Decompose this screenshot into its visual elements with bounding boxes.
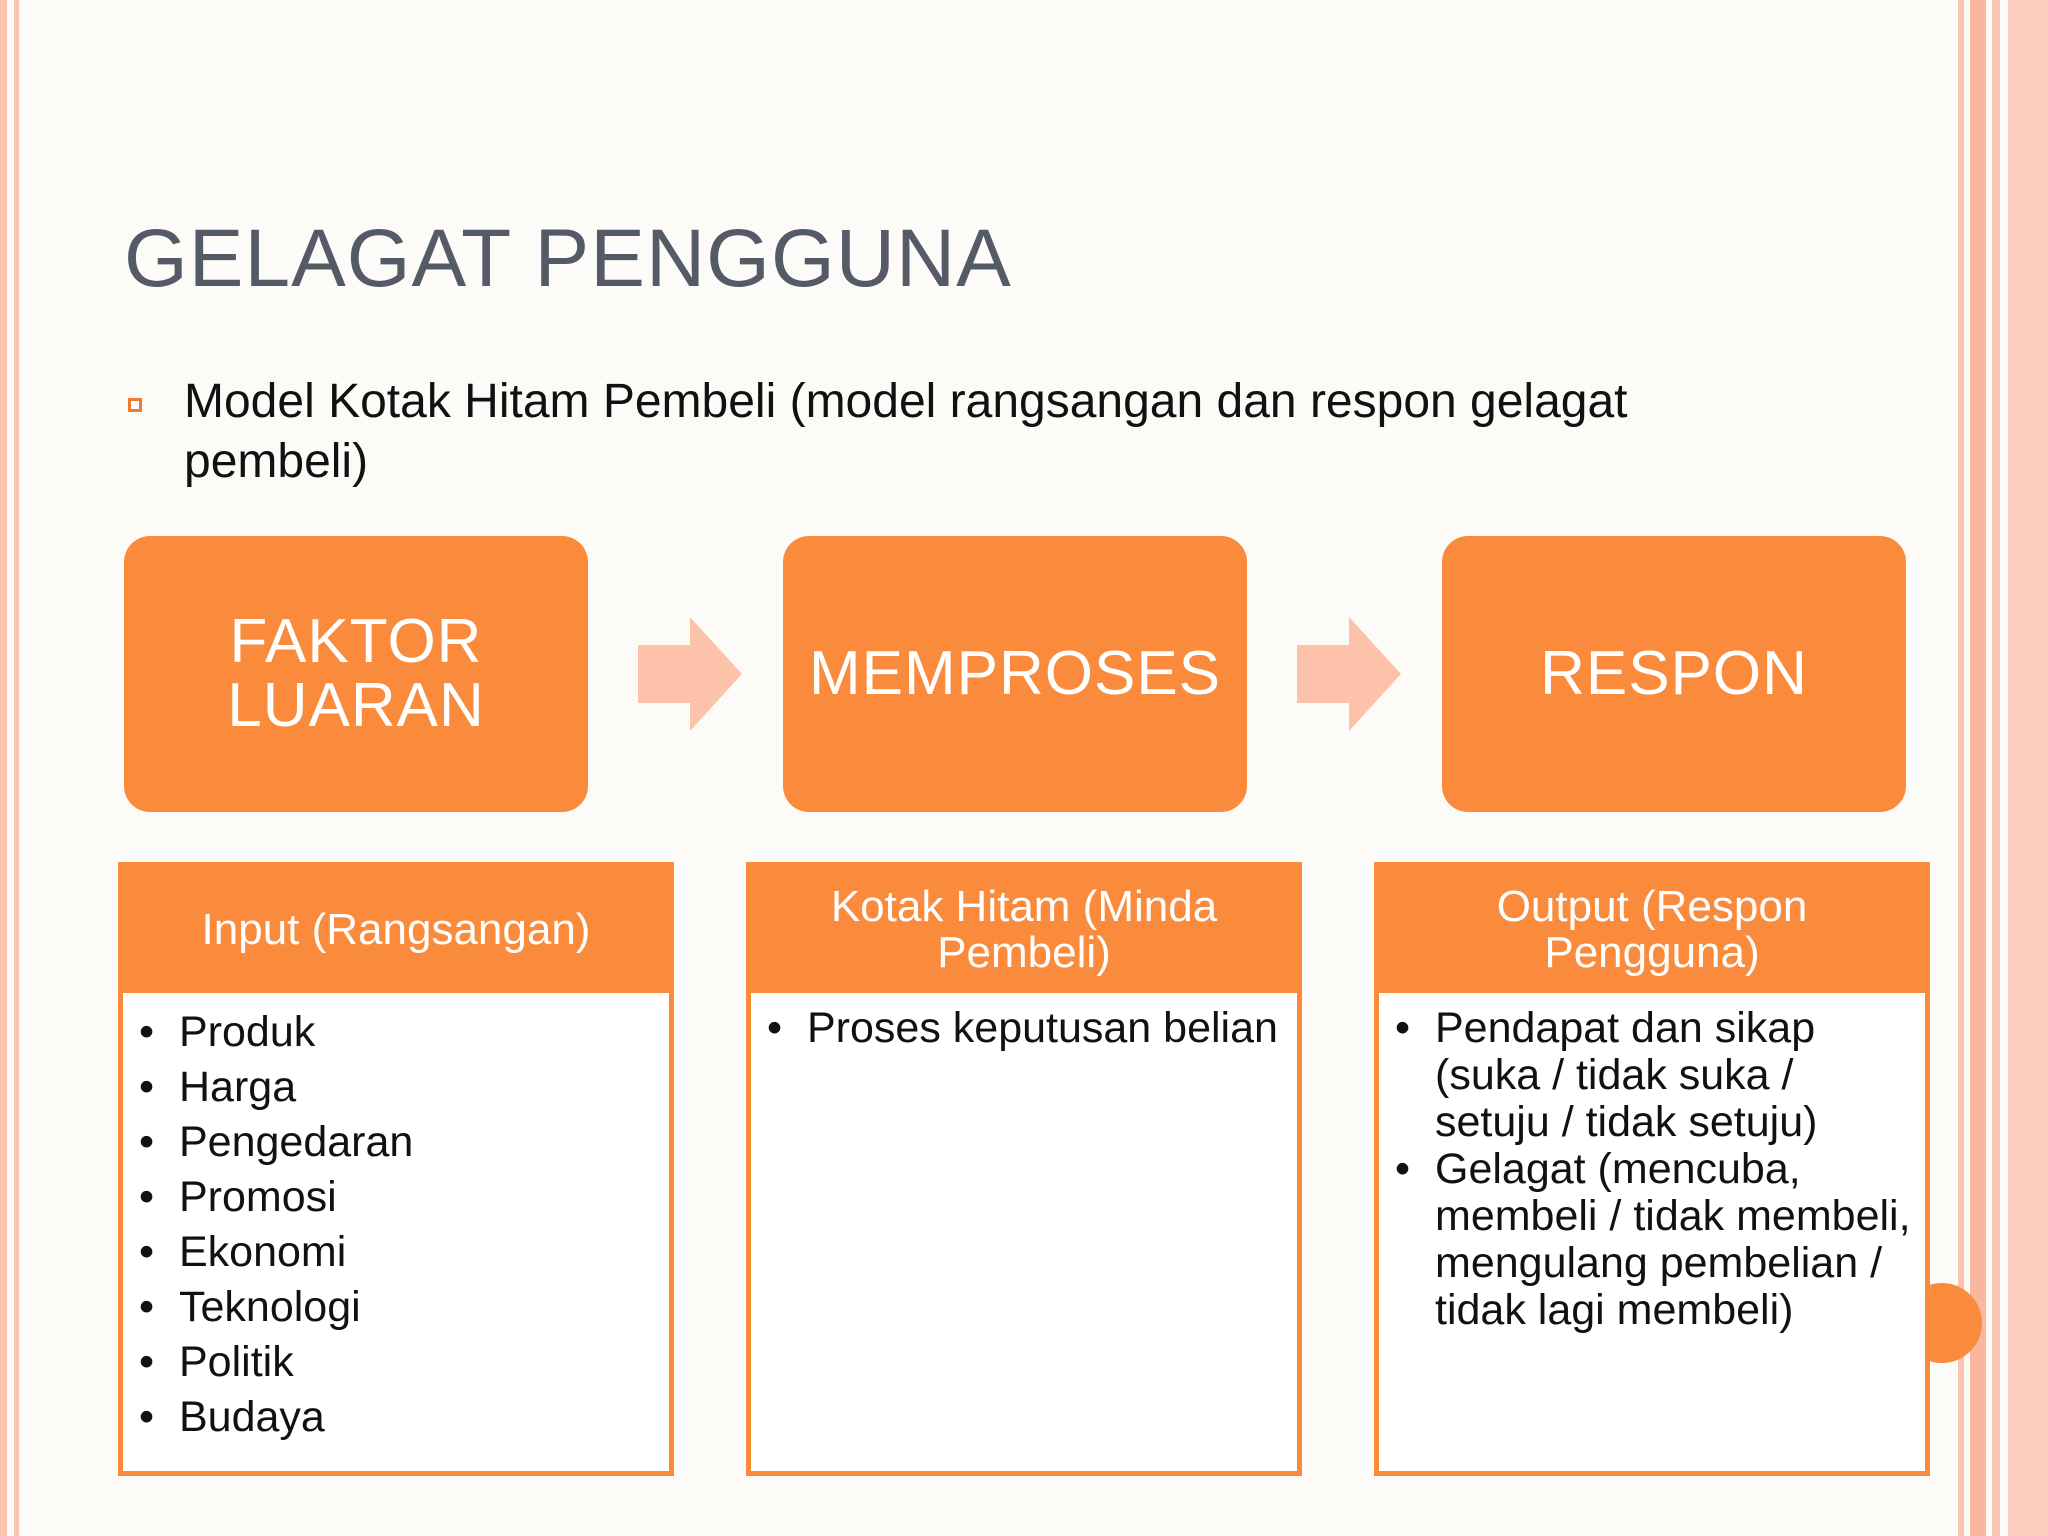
arrow-right-icon xyxy=(1297,617,1401,731)
list-item: Teknologi xyxy=(139,1280,659,1335)
list-item: Promosi xyxy=(139,1170,659,1225)
list-item: Politik xyxy=(139,1335,659,1390)
arrow-right-icon xyxy=(638,617,742,731)
flow-step-label: RESPON xyxy=(1540,639,1808,708)
frame-stripe-left xyxy=(0,0,7,1536)
panel-header: Input (Rangsangan) xyxy=(123,867,669,993)
list-item: Gelagat (mencuba, membeli / tidak membel… xyxy=(1395,1146,1915,1334)
panel-black-box: Kotak Hitam (Minda Pembeli) Proses keput… xyxy=(746,862,1302,1476)
frame-stripe-right xyxy=(2008,0,2048,1536)
panel-header: Kotak Hitam (Minda Pembeli) xyxy=(751,867,1297,993)
list-item: Ekonomi xyxy=(139,1225,659,1280)
frame-stripe-right xyxy=(1958,0,1964,1536)
panel-list: Produk Harga Pengedaran Promosi Ekonomi … xyxy=(123,993,669,1445)
list-item: Pendapat dan sikap (suka / tidak suka / … xyxy=(1395,1005,1915,1146)
list-item: Pengedaran xyxy=(139,1115,659,1170)
frame-stripe-right xyxy=(1992,0,2000,1536)
flow-step-label: FAKTOR LUARAN xyxy=(227,607,485,740)
panel-header-text: Input (Rangsangan) xyxy=(201,905,591,954)
slide-title: GELAGAT PENGGUNA xyxy=(124,213,1012,304)
panel-list: Pendapat dan sikap (suka / tidak suka / … xyxy=(1379,993,1925,1334)
panel-output: Output (Respon Pengguna) Pendapat dan si… xyxy=(1374,862,1930,1476)
frame-stripe-left xyxy=(14,0,19,1536)
panel-input: Input (Rangsangan) Produk Harga Pengedar… xyxy=(118,862,674,1476)
list-item: Produk xyxy=(139,1005,659,1060)
panel-header: Output (Respon Pengguna) xyxy=(1379,867,1925,993)
panel-list: Proses keputusan belian xyxy=(751,993,1297,1053)
intro-bullet-text: Model Kotak Hitam Pembeli (model rangsan… xyxy=(184,375,1628,488)
intro-bullet: Model Kotak Hitam Pembeli (model rangsan… xyxy=(124,372,1784,492)
frame-stripe-right xyxy=(1970,0,1986,1536)
list-item: Harga xyxy=(139,1060,659,1115)
flow-step-faktor-luaran: FAKTOR LUARAN xyxy=(124,536,588,812)
list-item: Budaya xyxy=(139,1390,659,1445)
flow-step-respon: RESPON xyxy=(1442,536,1906,812)
square-bullet-icon xyxy=(128,398,142,412)
panel-header-text: Output (Respon Pengguna) xyxy=(1496,882,1808,977)
flow-step-label: MEMPROSES xyxy=(808,639,1222,708)
panel-header-text: Kotak Hitam (Minda Pembeli) xyxy=(830,882,1218,977)
flow-step-memproses: MEMPROSES xyxy=(783,536,1247,812)
list-item: Proses keputusan belian xyxy=(767,1005,1287,1053)
